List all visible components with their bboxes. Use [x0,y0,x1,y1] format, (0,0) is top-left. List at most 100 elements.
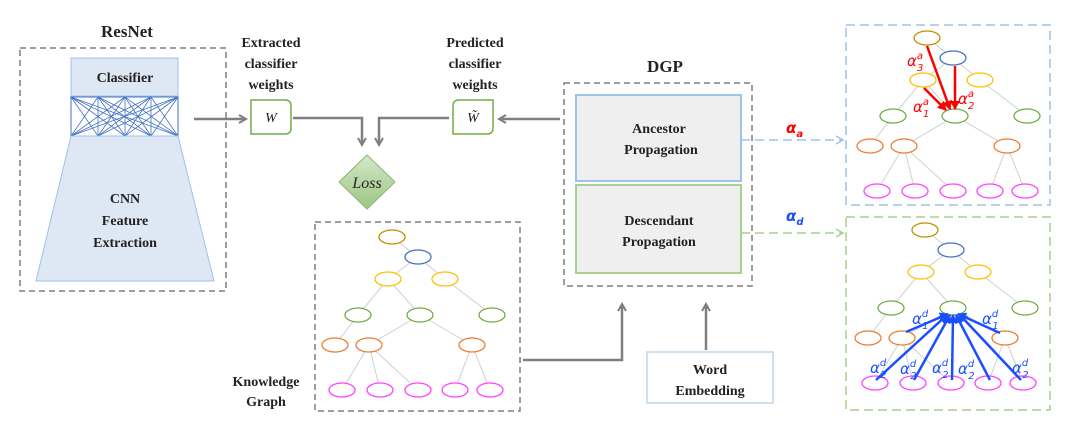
ancestor-tree [856,30,1041,199]
descendant-weight-arrow [875,314,948,381]
graph-node [344,307,372,323]
graph-edge [876,145,905,192]
descendant-tree [854,222,1039,391]
graph-node [366,382,394,398]
predicted-label-line: classifier [449,57,502,72]
graph-node [939,183,967,199]
resnet-dashed-box [19,47,227,292]
graph-node [976,183,1004,199]
descendant-weight-arrow [958,313,1022,381]
graph-node [879,108,907,124]
graph-edge [471,344,491,391]
knowledge-graph-label-line: Knowledge [233,375,300,390]
alpha-d-label: αd [786,207,804,228]
resnet-title: ResNet [101,22,153,41]
ancestor-weight-arrow [923,87,947,111]
graph-node [441,382,469,398]
descendant-propagation-box [575,184,742,274]
w-box [250,99,292,135]
graph-node [966,72,994,88]
loss-node: Loss [338,154,396,210]
dgp-title: DGP [647,57,683,76]
graph-node [939,50,967,66]
graph-node [861,375,889,391]
graph-node [476,382,504,398]
graph-edge [903,145,954,192]
graph-node [458,337,486,353]
loss-diamond [338,154,396,210]
knowledge-graph-label-line: Graph [246,395,286,410]
knowledge-graph-box [314,221,521,412]
graph-node [1013,108,1041,124]
graph-edge [1004,337,1024,384]
graph-node [1009,375,1037,391]
knowledge-graph-tree [321,229,506,398]
graph-node [431,271,459,287]
graph-node [374,271,402,287]
cnn-label-line: Feature [102,214,148,229]
mesh-connection [70,96,152,137]
predicted-label-line: Predicted [446,36,503,51]
cnn-trapezoid [35,135,215,282]
graph-node [890,138,918,154]
w-symbol: W [265,111,278,126]
graph-node [993,138,1021,154]
graph-node [406,307,434,323]
ancestor-label-line: Propagation [624,143,698,158]
graph-node [899,375,927,391]
mesh-connection [70,96,99,137]
ancestor-weight-arrow [925,45,952,110]
wtilde-to-loss-arrow [379,116,449,145]
graph-node [909,72,937,88]
graph-node [404,249,432,265]
mesh-connection [124,96,179,137]
graph-edge [368,344,419,391]
graph-node [991,330,1019,346]
graph-edge [341,344,370,391]
graph-node [863,183,891,199]
fully-connected-layer [70,96,179,137]
cnn-label-line: Extraction [93,236,157,251]
ancestor-panel [845,24,1051,206]
wtilde-symbol: W̃ [467,110,480,126]
wtilde-box [452,99,494,135]
graph-edge [901,337,952,384]
ancestor-propagation-box [575,94,742,182]
graph-node [1011,183,1039,199]
word-embedding-box [646,351,774,404]
graph-node [355,337,383,353]
graph-node [911,222,939,238]
loss-label: Loss [351,175,381,192]
descendant-weight-arrow [947,314,958,381]
graph-node [888,330,916,346]
extracted-label-line: Extracted [241,36,300,51]
descendant-label-line: Propagation [622,235,696,250]
predicted-label-line: weights [452,78,498,93]
graph-node [328,382,356,398]
classifier-label: Classifier [97,71,154,86]
dgp-dashed-box [563,82,753,287]
mesh-connection [97,96,179,137]
descendant-weight-arrow [912,314,952,381]
predicted-weights: Predicted classifier weights W̃ [446,36,504,135]
descendant-weight-arrow [954,314,992,381]
graph-node [854,330,882,346]
graph-node [937,242,965,258]
dgp-block: DGP Ancestor Propagation Descendant Prop… [563,57,753,287]
graph-node [856,138,884,154]
cnn-label-line: CNN [110,192,140,207]
mesh-connection [150,96,179,137]
graph-node [913,30,941,46]
ancestor-label-line: Ancestor [632,122,686,137]
word-embedding-label-line: Word [693,363,727,378]
